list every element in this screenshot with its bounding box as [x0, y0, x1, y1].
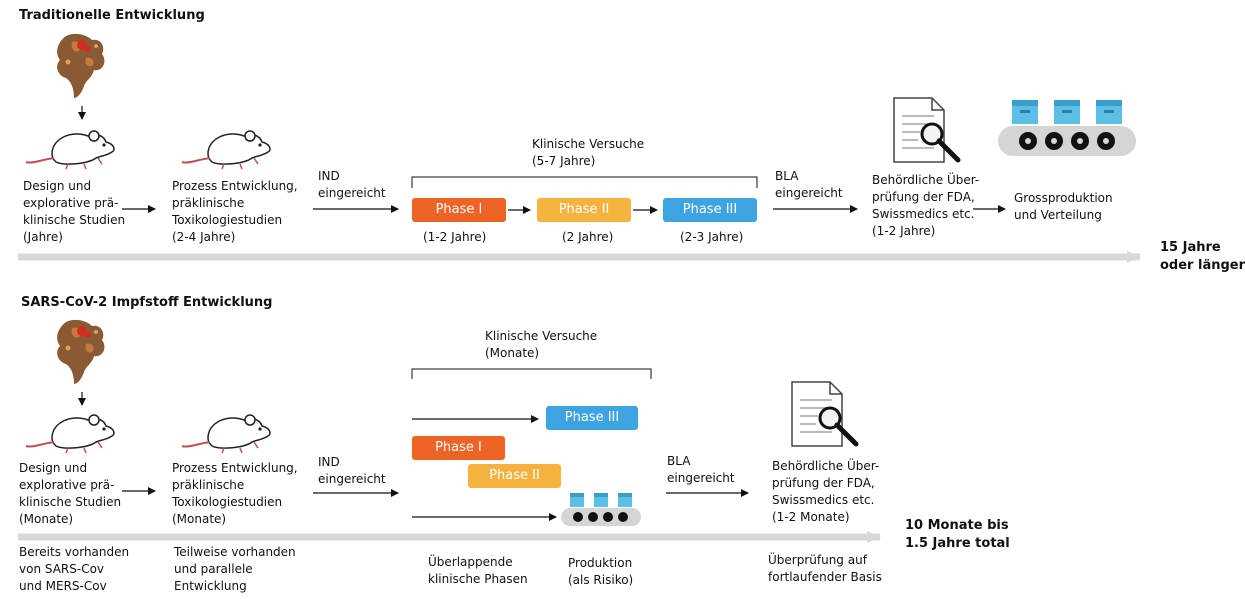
- step-design-sars: Design und explorative prä- klinische St…: [19, 461, 122, 526]
- mouse-icon: [181, 414, 271, 454]
- bracket-trials-traditional: [411, 176, 758, 188]
- phase-2-box-sars: Phase II: [468, 464, 561, 488]
- duration-phase-1: (1-2 Jahre): [423, 230, 487, 244]
- document-magnifier-icon: [791, 381, 859, 447]
- mouse-icon: [25, 414, 115, 454]
- production-label-traditional: Grossproduktion und Verteilung: [1014, 191, 1113, 222]
- virus-icon: [57, 33, 105, 99]
- step-process-sars: Prozess Entwicklung, präklinische Toxiko…: [172, 461, 298, 526]
- mouse-icon: [181, 130, 271, 170]
- ind-label-sars: IND eingereicht: [318, 455, 386, 486]
- total-duration-traditional: 15 Jahre oder länger: [1160, 240, 1245, 273]
- phase-1-box-sars: Phase I: [412, 436, 505, 460]
- section-title-sars: SARS-CoV-2 Impfstoff Entwicklung: [21, 295, 273, 310]
- conveyor-production-icon: [998, 100, 1136, 156]
- trials-label-traditional: Klinische Versuche (5-7 Jahre): [532, 137, 645, 168]
- note-overlap: Überlappende klinische Phasen: [428, 555, 528, 586]
- duration-phase-3: (2-3 Jahre): [680, 230, 744, 244]
- review-label-traditional: Behördliche Über- prüfung der FDA, Swiss…: [872, 173, 980, 238]
- trials-label-sars: Klinische Versuche (Monate): [485, 329, 598, 360]
- ind-label-traditional: IND eingereicht: [318, 169, 386, 200]
- step-design-traditional: Design und explorative prä- klinische St…: [23, 179, 126, 244]
- note-production: Produktion (als Risiko): [568, 556, 634, 587]
- review-label-sars: Behördliche Über- prüfung der FDA, Swiss…: [772, 459, 880, 524]
- duration-phase-2: (2 Jahre): [562, 230, 614, 244]
- virus-icon: [57, 319, 105, 384]
- note-existing: Bereits vorhanden von SARS-Cov und MERS-…: [19, 545, 130, 593]
- document-magnifier-icon: [893, 97, 961, 163]
- bla-label-traditional: BLA eingereicht: [775, 169, 843, 200]
- phase-1-box-traditional: Phase I: [412, 198, 506, 222]
- step-process-traditional: Prozess Entwicklung, präklinische Toxiko…: [172, 179, 298, 244]
- note-parallel: Teilweise vorhanden und parallele Entwic…: [174, 545, 296, 593]
- phase-3-box-traditional: Phase III: [663, 198, 757, 222]
- section-title-traditional: Traditionelle Entwicklung: [19, 8, 205, 23]
- phase-3-box-sars: Phase III: [546, 406, 638, 430]
- conveyor-production-icon: [561, 493, 641, 526]
- bracket-trials-sars: [411, 368, 652, 379]
- total-duration-sars: 10 Monate bis 1.5 Jahre total: [905, 518, 1010, 551]
- phase-2-box-traditional: Phase II: [537, 198, 631, 222]
- bla-label-sars: BLA eingereicht: [667, 454, 735, 485]
- note-review: Überprüfung auf fortlaufender Basis: [768, 553, 882, 584]
- mouse-icon: [25, 130, 115, 170]
